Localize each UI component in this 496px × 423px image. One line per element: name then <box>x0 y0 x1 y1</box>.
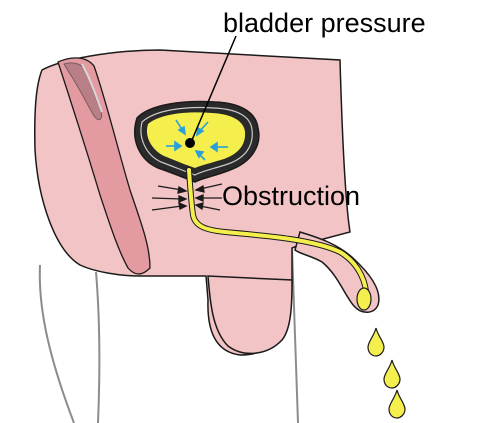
urethra-tip <box>357 288 371 310</box>
thigh-line-left <box>96 272 99 423</box>
urine-drop-3 <box>389 390 405 418</box>
pressure-center-dot <box>185 138 195 148</box>
urine-drops <box>368 328 405 418</box>
urine-drop-1 <box>368 328 384 356</box>
back-leg-line <box>40 265 74 423</box>
bladder-pressure-label: bladder pressure <box>223 8 426 38</box>
obstruction-label: Obstruction <box>222 181 360 211</box>
urine-drop-2 <box>384 360 400 388</box>
thigh-line-right <box>292 248 298 423</box>
